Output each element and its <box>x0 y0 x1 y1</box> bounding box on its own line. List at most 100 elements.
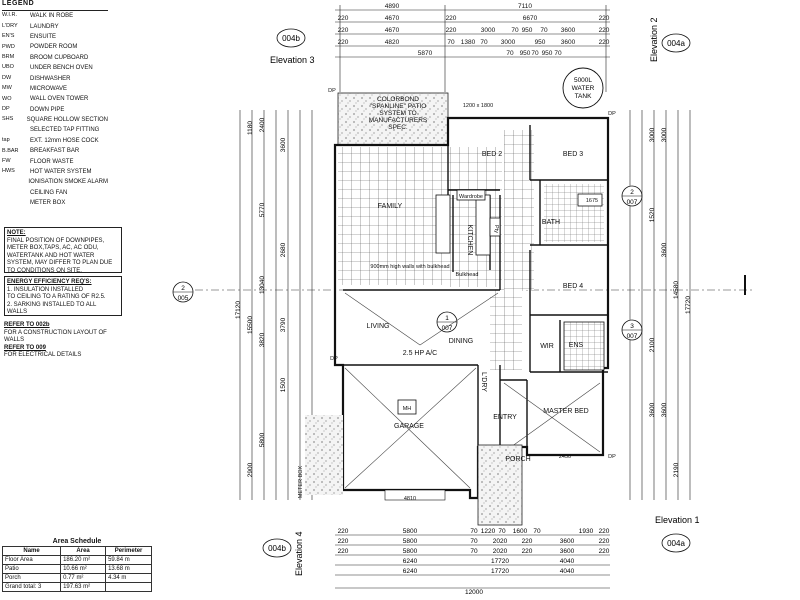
ac-label: 2.5 HP A/C <box>403 350 438 357</box>
legend-desc: FLOOR WASTE <box>30 158 74 165</box>
dim-label: 5870 <box>418 50 433 57</box>
legend-desc: EXT. 12mm HOSE COCK <box>30 137 99 144</box>
sheet-ref-marker <box>661 533 691 553</box>
downpipe-label: DP <box>328 88 336 94</box>
legend-code: W.I.R. <box>2 12 17 19</box>
dim-label: 70 <box>540 27 548 34</box>
pantry <box>489 217 501 237</box>
patio-label: COLORBOND <box>377 96 419 103</box>
dim-label: 220 <box>446 27 457 34</box>
legend-code: EN'S <box>2 33 15 40</box>
dim-label: 5770 <box>259 202 266 217</box>
legend-title: LEGEND <box>2 0 108 11</box>
energy-line: TO CEILING TO A RATING OF R2.5. <box>7 294 106 300</box>
room-laundry: L'DRY <box>480 372 487 392</box>
dim-label: 5800 <box>403 538 418 545</box>
dim-label: 70 <box>533 528 541 535</box>
dim-label: 5800 <box>259 432 266 447</box>
garage-roof-lines <box>344 292 601 489</box>
dim-label: 1675 <box>586 198 598 204</box>
dim-label: 950 <box>535 39 546 46</box>
elevation-3-label: Elevation 3 <box>270 55 315 65</box>
manhole <box>397 399 417 415</box>
room-porch: PORCH <box>505 456 530 463</box>
legend-desc: HOT WATER SYSTEM <box>30 169 92 176</box>
dim-label: 17720 <box>685 296 692 314</box>
section-number: 3 <box>630 323 634 330</box>
section-sheet: 007 <box>627 199 638 206</box>
area-schedule: Area Schedule Name Area Perimeter Floor … <box>1 538 152 592</box>
dim-label: 3600 <box>280 137 287 152</box>
dim-label: 1500 <box>280 377 287 392</box>
bottom-dimensions <box>335 534 610 589</box>
area-header: Name <box>1 546 62 556</box>
note-line: WATERTANK AND HOT WATER <box>7 252 95 259</box>
dim-label: 3600 <box>561 27 576 34</box>
ref1-line: WALLS <box>4 337 25 343</box>
legend-desc: WALL OVEN TOWER <box>30 96 89 103</box>
left-dimensions <box>239 110 313 500</box>
ref2-heading: REFER TO 009 <box>4 344 46 351</box>
dim-label: 220 <box>522 548 533 555</box>
dim-label: 1180 <box>247 121 254 135</box>
dim-label: 1520 <box>649 207 656 222</box>
dim-label: 1200 x 1800 <box>463 103 493 109</box>
dim-label: 70 <box>506 50 514 57</box>
dim-label: 220 <box>599 528 610 535</box>
dim-label: 3820 <box>259 332 266 347</box>
dim-label: 2190 <box>673 462 680 477</box>
legend-code: FW <box>2 157 11 164</box>
legend-code: HWS <box>2 168 15 175</box>
dim-label: 6240 <box>403 568 418 575</box>
dim-label: 3600 <box>661 402 668 417</box>
room-garage: GARAGE <box>394 423 424 430</box>
energy-line: 2. SARKING INSTALLED TO ALL <box>7 301 97 308</box>
room-living: LIVING <box>367 323 390 330</box>
elevation-2-label: Elevation 2 <box>649 17 659 62</box>
room-bed3: BED 3 <box>563 151 583 158</box>
legend-desc: BROOM CUPBOARD <box>30 54 89 61</box>
patio-label: SYSTEM TO <box>379 110 416 117</box>
table-cell: 197.63 m² <box>60 582 107 592</box>
area-header: Perimeter <box>105 546 152 556</box>
meter-box-label: METER BOX <box>298 465 304 498</box>
legend-code: BRM <box>2 54 15 60</box>
legend-desc: DISHWASHER <box>30 75 71 82</box>
dim-label: 3000 <box>661 127 668 142</box>
room-master-bed: MASTER BED <box>543 408 589 415</box>
dim-label: 220 <box>338 528 349 535</box>
elevation-1-label: Elevation 1 <box>655 515 700 525</box>
room-entry: ENTRY <box>493 414 517 421</box>
dim-label: 2680 <box>280 242 287 257</box>
bath-floor <box>544 184 604 242</box>
bathtub <box>577 193 603 207</box>
dim-label: 2400 <box>259 117 266 132</box>
water-tank <box>562 67 604 109</box>
wardrobe <box>456 189 486 201</box>
energy-heading: ENERGY EFFICIENCY REQ'S: <box>7 279 92 285</box>
dim-label: 4040 <box>560 568 575 575</box>
dim-label: 220 <box>446 15 457 22</box>
note-heading: NOTE: <box>7 230 26 236</box>
note-line: TO CONDITIONS ON SITE. <box>7 267 82 274</box>
elevation-4-label: Elevation 4 <box>294 531 304 576</box>
garage-door <box>384 489 446 501</box>
legend-item: METER BOX <box>2 198 108 208</box>
dim-label: 70 <box>531 50 539 57</box>
dim-label: 220 <box>599 538 610 545</box>
legend-desc: METER BOX <box>30 200 66 207</box>
table-cell: 59.84 m <box>105 555 152 565</box>
porch <box>477 444 523 526</box>
kitchen-island <box>435 194 451 254</box>
legend-desc: MICROWAVE <box>30 85 67 92</box>
sheet-ref-label: 004b <box>268 544 286 553</box>
bulkhead-label: Bulkhead <box>456 272 479 278</box>
